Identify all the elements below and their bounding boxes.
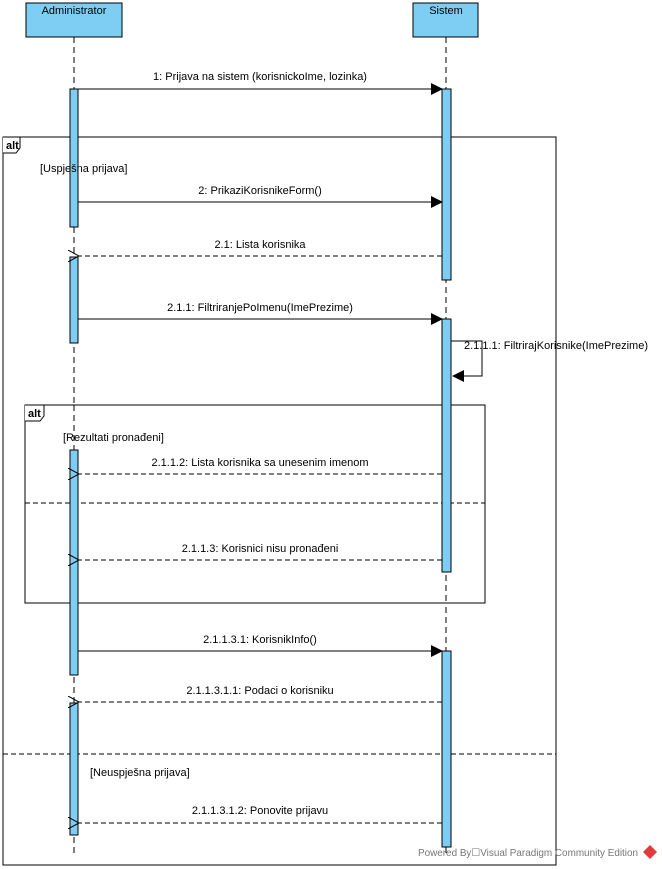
lifeline-label: Administrator xyxy=(42,5,107,17)
fragment-operator: alt xyxy=(28,408,41,420)
lifeline-label: Sistem xyxy=(429,5,463,17)
visual-paradigm-logo-icon xyxy=(643,845,657,859)
activation-bar xyxy=(441,318,452,573)
activation-bar xyxy=(69,702,79,836)
guard-condition: [Uspješna prijava] xyxy=(40,163,127,175)
message-label: 2.1.1.3.1: KorisnikInfo() xyxy=(203,634,317,646)
self-message-arrow[interactable] xyxy=(451,340,483,382)
message-label: 2.1.1: FiltriranjePoImenu(ImePrezime) xyxy=(167,302,353,314)
activation-bar xyxy=(441,650,452,848)
guard-condition: [Neuspješna prijava] xyxy=(90,767,190,779)
message-label: 2: PrikaziKorisnikeForm() xyxy=(198,185,321,197)
activation-bar xyxy=(441,88,452,281)
message-label: 2.1.1.1: FiltrirajKorisnike(ImePrezime) xyxy=(464,340,648,352)
activation-bar xyxy=(69,256,79,344)
activation-bar xyxy=(69,449,79,676)
message-label: 2.1.1.3.1.2: Ponovite prijavu xyxy=(192,805,328,817)
message-label: 2.1.1.2: Lista korisnika sa unesenim ime… xyxy=(151,457,368,469)
alt-fragment-outer[interactable]: alt xyxy=(2,136,557,866)
message-label: 1: Prijava na sistem (korisnickoIme, loz… xyxy=(153,71,367,83)
message-label: 2.1.1.3: Korisnici nisu pronađeni xyxy=(182,543,339,555)
activation-bar xyxy=(69,88,79,228)
lifeline-administrator[interactable]: Administrator xyxy=(25,2,123,38)
guard-condition: [Rezultati pronađeni] xyxy=(63,432,164,444)
message-label: 2.1: Lista korisnika xyxy=(214,239,306,251)
message-label: 2.1.1.3.1.1: Podaci o korisniku xyxy=(186,685,333,697)
fragment-operator: alt xyxy=(6,140,19,152)
watermark-text: Powered By☐Visual Paradigm Community Edi… xyxy=(418,847,638,859)
alt-fragment-inner[interactable]: alt xyxy=(24,404,486,604)
lifeline-sistem[interactable]: Sistem xyxy=(412,2,479,38)
